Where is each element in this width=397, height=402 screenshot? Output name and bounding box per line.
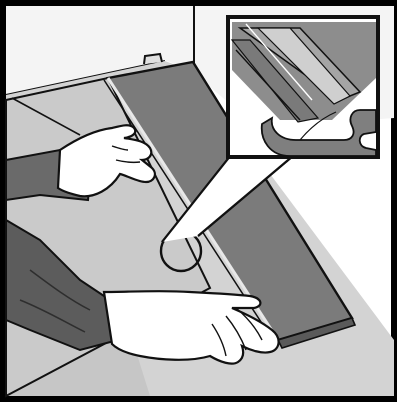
- flooring-installation-illustration: [0, 0, 397, 402]
